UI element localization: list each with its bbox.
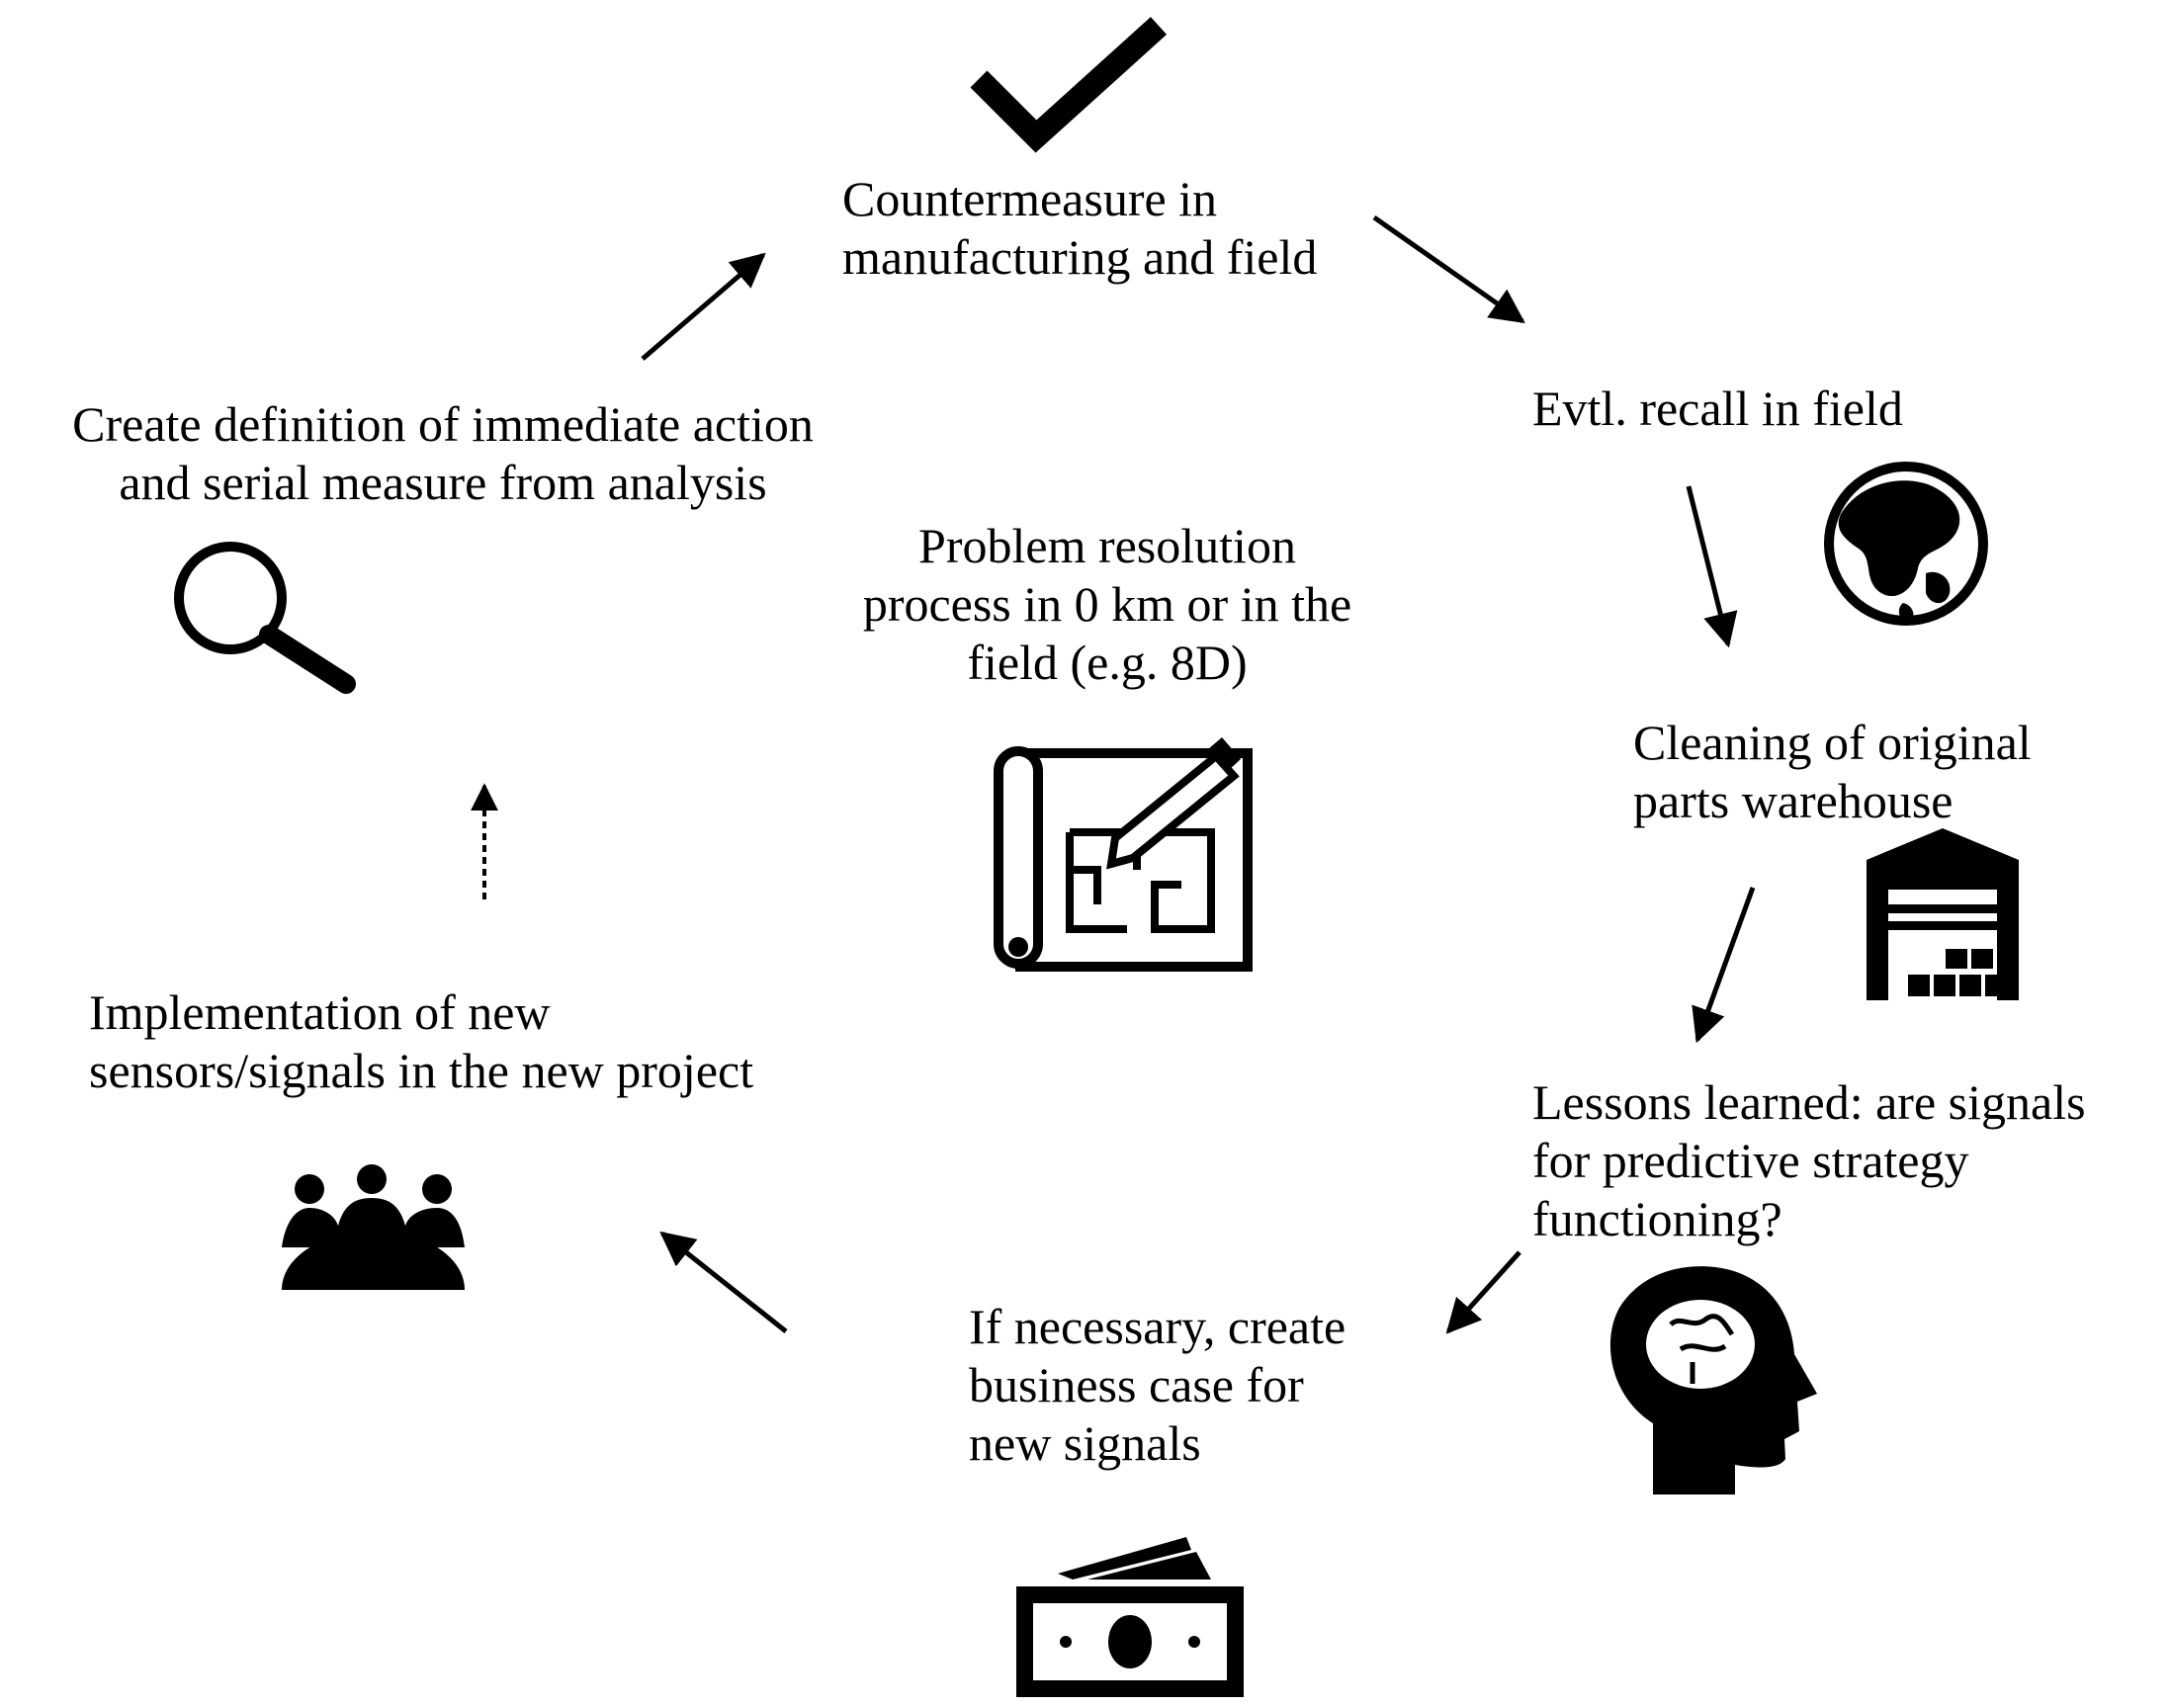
label-line: Evtl. recall in field (1532, 381, 1903, 436)
label-line: parts warehouse (1633, 773, 1954, 828)
label-recall: Evtl. recall in field (1532, 380, 1903, 438)
label-lessons-learned: Lessons learned: are signals for predict… (1532, 1073, 2086, 1248)
brain-head-icon (1609, 1266, 1817, 1494)
label-line: field (e.g. 8D) (967, 635, 1248, 690)
label-problem-resolution: Problem resolution process in 0 km or in… (830, 517, 1384, 692)
blueprint-pencil-icon (994, 737, 1253, 972)
label-line: sensors/signals in the new project (89, 1043, 754, 1098)
arrow-definition-to-countermeasure (641, 252, 766, 361)
label-line: Countermeasure in (842, 171, 1218, 226)
arrow-cleaning-to-lessons (1692, 887, 1756, 1044)
label-line: manufacturing and field (842, 229, 1318, 285)
label-line: If necessary, create (969, 1299, 1346, 1354)
label-line: Lessons learned: are signals (1532, 1074, 2086, 1130)
label-line: Implementation of new (89, 984, 551, 1040)
money-icon (1016, 1537, 1244, 1697)
globe-icon (1824, 462, 1988, 626)
label-line: and serial measure from analysis (119, 455, 767, 510)
label-implementation: Implementation of new sensors/signals in… (89, 983, 753, 1100)
label-line: Create definition of immediate action (72, 396, 814, 452)
arrow-business-to-implementation (659, 1231, 788, 1333)
arrow-countermeasure-to-recall (1372, 214, 1525, 324)
label-cleaning: Cleaning of original parts warehouse (1633, 714, 2032, 830)
label-line: process in 0 km or in the (862, 576, 1352, 632)
label-line: functioning? (1532, 1191, 1782, 1246)
arrow-lessons-to-business (1445, 1250, 1521, 1334)
label-definition: Create definition of immediate action an… (28, 395, 858, 512)
magnifier-icon (174, 542, 356, 694)
label-line: new signals (969, 1415, 1201, 1471)
label-line: Problem resolution (918, 518, 1296, 573)
label-line: for predictive strategy (1532, 1133, 1969, 1188)
label-line: business case for (969, 1357, 1304, 1412)
warehouse-icon (1867, 828, 2019, 1000)
meeting-group-icon (282, 1164, 465, 1290)
checkmark-icon (970, 17, 1168, 153)
label-business-case: If necessary, create business case for n… (969, 1298, 1346, 1473)
label-line: Cleaning of original (1633, 715, 2032, 770)
arrow-recall-to-cleaning (1686, 485, 1738, 648)
label-countermeasure: Countermeasure in manufacturing and fiel… (842, 170, 1317, 287)
